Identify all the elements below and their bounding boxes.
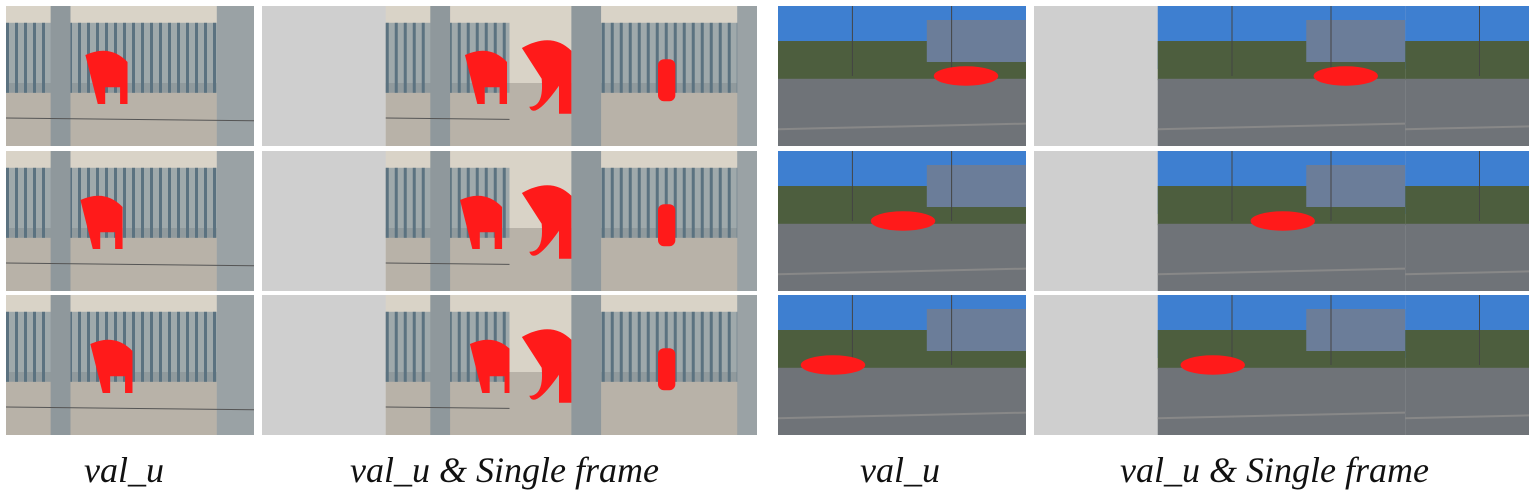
elephant-valu-single-row3 xyxy=(262,295,757,435)
car-valu-single-row2 xyxy=(1034,151,1529,291)
caption-car-valu-single: val_u & Single frame xyxy=(1120,450,1429,490)
car-valu-row2 xyxy=(778,151,1026,291)
elephant-valu-single-row2 xyxy=(262,151,757,291)
car-valu-single-row3 xyxy=(1034,295,1529,435)
elephant-valu-row3 xyxy=(6,295,254,435)
caption-car-valu: val_u xyxy=(860,450,940,490)
elephant-valu-row1 xyxy=(6,6,254,146)
caption-elephant-valu: val_u xyxy=(84,450,164,490)
elephant-valu-single-row1 xyxy=(262,6,757,146)
car-valu-row3 xyxy=(778,295,1026,435)
elephant-valu-row2 xyxy=(6,151,254,291)
car-valu-single-row1 xyxy=(1034,6,1529,146)
car-valu-row1 xyxy=(778,6,1026,146)
caption-elephant-valu-single: val_u & Single frame xyxy=(350,450,659,490)
